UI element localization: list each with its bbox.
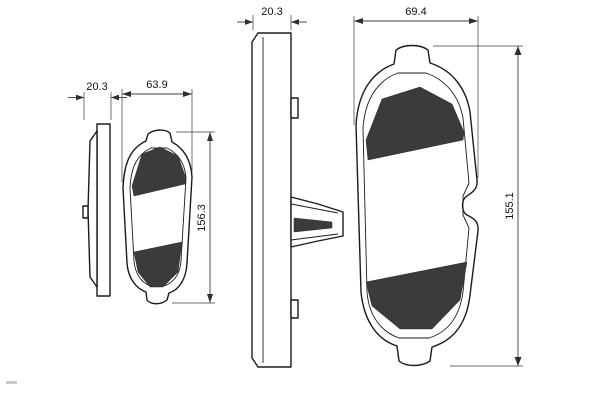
arrowhead bbox=[514, 46, 522, 55]
dimension-right-pad-width: 69.4 bbox=[353, 6, 479, 178]
damper-clip-line bbox=[290, 233, 339, 241]
right-pad-side-view bbox=[251, 32, 344, 368]
damper-clip-slot bbox=[293, 217, 333, 233]
arrowhead bbox=[469, 18, 478, 24]
right-pad-front-view bbox=[355, 44, 479, 367]
arrowhead bbox=[76, 94, 84, 101]
friction-shade-top bbox=[365, 86, 465, 161]
friction-inner-line bbox=[129, 147, 187, 287]
friction-shade-top bbox=[131, 146, 187, 197]
arrowhead bbox=[245, 19, 253, 25]
arrowhead bbox=[207, 294, 213, 303]
left-pad-front-view bbox=[122, 129, 193, 305]
piston-nub-top bbox=[290, 97, 299, 119]
arrowhead bbox=[111, 94, 119, 101]
dimension-label: 63.9 bbox=[146, 79, 167, 91]
clip-nub bbox=[82, 205, 89, 219]
damper-clip-line bbox=[290, 203, 339, 214]
arrowhead bbox=[354, 18, 363, 24]
dimension-right-pad-height: 155.1 bbox=[433, 45, 523, 367]
arrowhead bbox=[514, 357, 522, 366]
arrowhead bbox=[207, 132, 213, 141]
dimension-left-pad-height: 156.3 bbox=[172, 131, 215, 304]
dimension-left-pad-width: 63.9 bbox=[121, 79, 193, 182]
dimension-label: 20.3 bbox=[261, 6, 282, 18]
arrowhead bbox=[122, 91, 131, 97]
dimension-right-side-width: 20.3 bbox=[237, 6, 307, 30]
friction-shade-bottom bbox=[133, 241, 183, 288]
dimension-label: 155.1 bbox=[504, 192, 516, 220]
friction-profile bbox=[87, 130, 98, 288]
piston-nub-bottom bbox=[290, 299, 299, 319]
dimension-label: 20.3 bbox=[86, 81, 107, 93]
friction-inner-line bbox=[362, 72, 470, 339]
backplate-profile bbox=[96, 123, 111, 297]
arrowhead bbox=[291, 19, 299, 25]
arrowhead bbox=[183, 91, 192, 97]
dimension-left-side-width: 20.3 bbox=[68, 81, 127, 120]
corner-mark bbox=[6, 381, 17, 384]
dimension-label: 69.4 bbox=[405, 6, 426, 18]
friction-shade-bottom bbox=[365, 261, 468, 330]
dimension-label: 156.3 bbox=[196, 204, 208, 232]
left-pad-side-view bbox=[82, 123, 111, 297]
backplate-profile bbox=[251, 32, 292, 368]
